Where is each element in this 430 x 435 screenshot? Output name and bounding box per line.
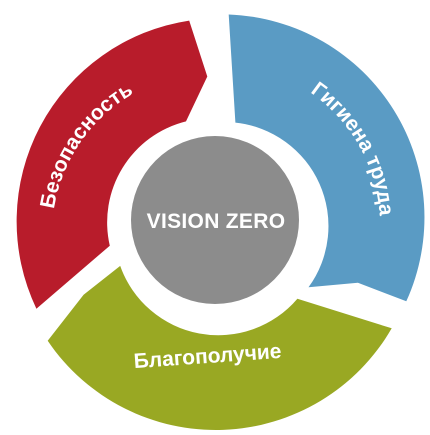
- center-label: VISION ZERO: [147, 210, 286, 233]
- health-segment: [228, 14, 425, 302]
- wellbeing-segment: [47, 265, 392, 430]
- safety-segment: [16, 20, 208, 309]
- center-circle: [131, 136, 299, 304]
